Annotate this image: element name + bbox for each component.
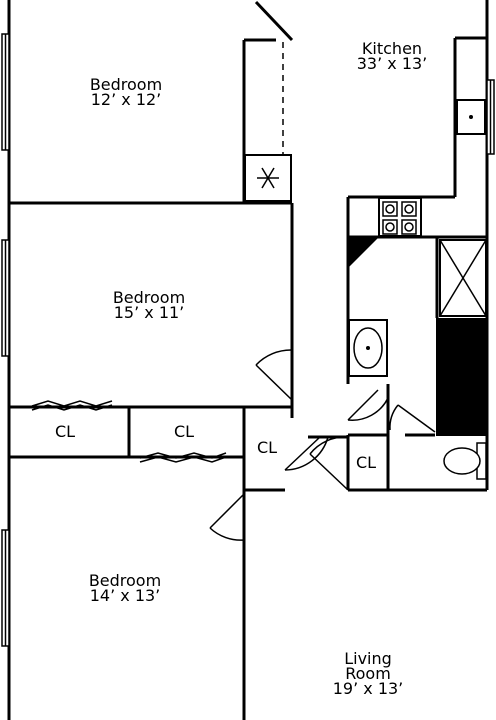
- sink-icon: [348, 319, 388, 377]
- toilet-icon: [443, 442, 487, 480]
- room-name: Bedroom: [88, 571, 162, 590]
- room-size: 14’ x 13’: [89, 586, 161, 605]
- room-name: Living: [344, 649, 392, 668]
- exterior-walls: [7, 0, 489, 720]
- door-swing-icon: [209, 349, 436, 541]
- room-size: 12’ x 12’: [90, 90, 162, 109]
- bifold-door-icon: [31, 400, 227, 463]
- window-icon: [1, 33, 10, 647]
- shower-icon: [439, 239, 487, 317]
- stove-icon: [378, 197, 422, 237]
- sink-icon: [456, 99, 486, 135]
- window-icon: [486, 79, 495, 155]
- snowflake-icon: [244, 154, 292, 202]
- room-label-bedroom-bottom: Bedroom 14’ x 13’: [65, 571, 185, 605]
- chimney-block: [348, 238, 378, 268]
- room-label-bedroom-top: Bedroom 12’ x 12’: [66, 75, 186, 109]
- interior-walls: [9, 0, 487, 720]
- room-size: 15’ x 11’: [113, 303, 185, 322]
- room-name: Bedroom: [89, 75, 163, 94]
- room-label-bedroom-middle: Bedroom 15’ x 11’: [89, 288, 209, 322]
- room-size: 33’ x 13’: [356, 54, 428, 73]
- room-label-kitchen: Kitchen 33’ x 13’: [332, 39, 452, 73]
- room-name: Bedroom: [112, 288, 186, 307]
- closet-label: CL: [55, 422, 76, 441]
- closet-label: CL: [356, 453, 377, 472]
- room-size: 19’ x 13’: [332, 679, 404, 698]
- room-name: Kitchen: [361, 39, 423, 58]
- room-name: Room: [345, 664, 391, 683]
- wall-block: [436, 318, 487, 436]
- closet-label: CL: [257, 438, 278, 457]
- closet-label: CL: [174, 422, 195, 441]
- room-label-living-room: Living Room 19’ x 13’: [308, 649, 428, 698]
